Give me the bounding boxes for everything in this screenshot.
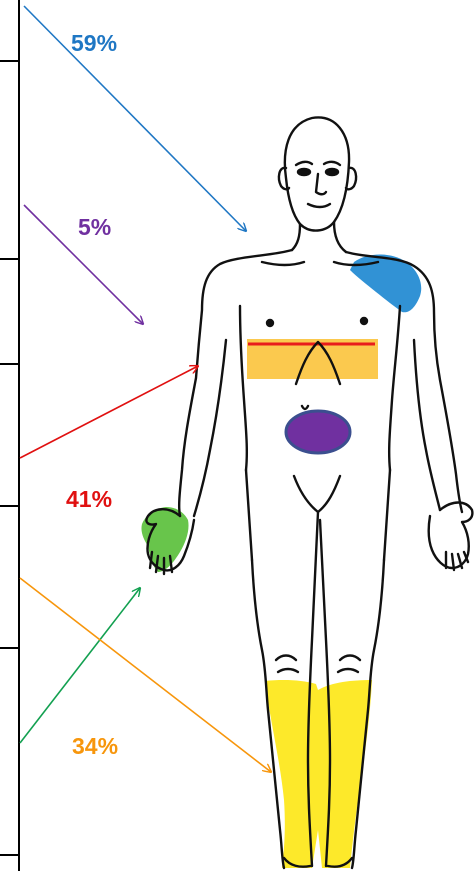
- abdomen-area: [286, 411, 350, 453]
- mouth: [308, 204, 330, 207]
- arrows: [20, 6, 271, 772]
- left-frame: [0, 0, 19, 871]
- arrow-blue: [24, 6, 246, 231]
- label-chest-percent: 5%: [78, 214, 111, 240]
- groin: [294, 476, 340, 512]
- eye-left: [298, 169, 310, 175]
- eyebrows: [296, 162, 340, 165]
- eye-right: [326, 169, 338, 175]
- arrow-green: [20, 588, 140, 743]
- label-abdomen-percent: 41%: [66, 486, 112, 512]
- label-legs-percent: 34%: [72, 733, 118, 759]
- hip-right: [384, 470, 390, 560]
- side-right: [389, 306, 400, 470]
- arm-left-inner: [194, 340, 226, 516]
- nipple-left: [267, 320, 273, 326]
- nose: [316, 174, 326, 194]
- navel: [302, 406, 308, 409]
- arrow-orange: [20, 578, 271, 772]
- nipple-right: [361, 318, 367, 324]
- side-left: [240, 306, 247, 470]
- knee-right: [338, 656, 360, 673]
- hip-left: [246, 470, 252, 560]
- label-shoulder-percent: 59%: [71, 30, 117, 56]
- knee-left: [276, 656, 298, 673]
- torso-left: [179, 250, 292, 516]
- arrow-red: [20, 366, 198, 458]
- pain-areas: [141, 255, 421, 869]
- arm-right-inner: [414, 340, 440, 510]
- neck: [292, 222, 346, 252]
